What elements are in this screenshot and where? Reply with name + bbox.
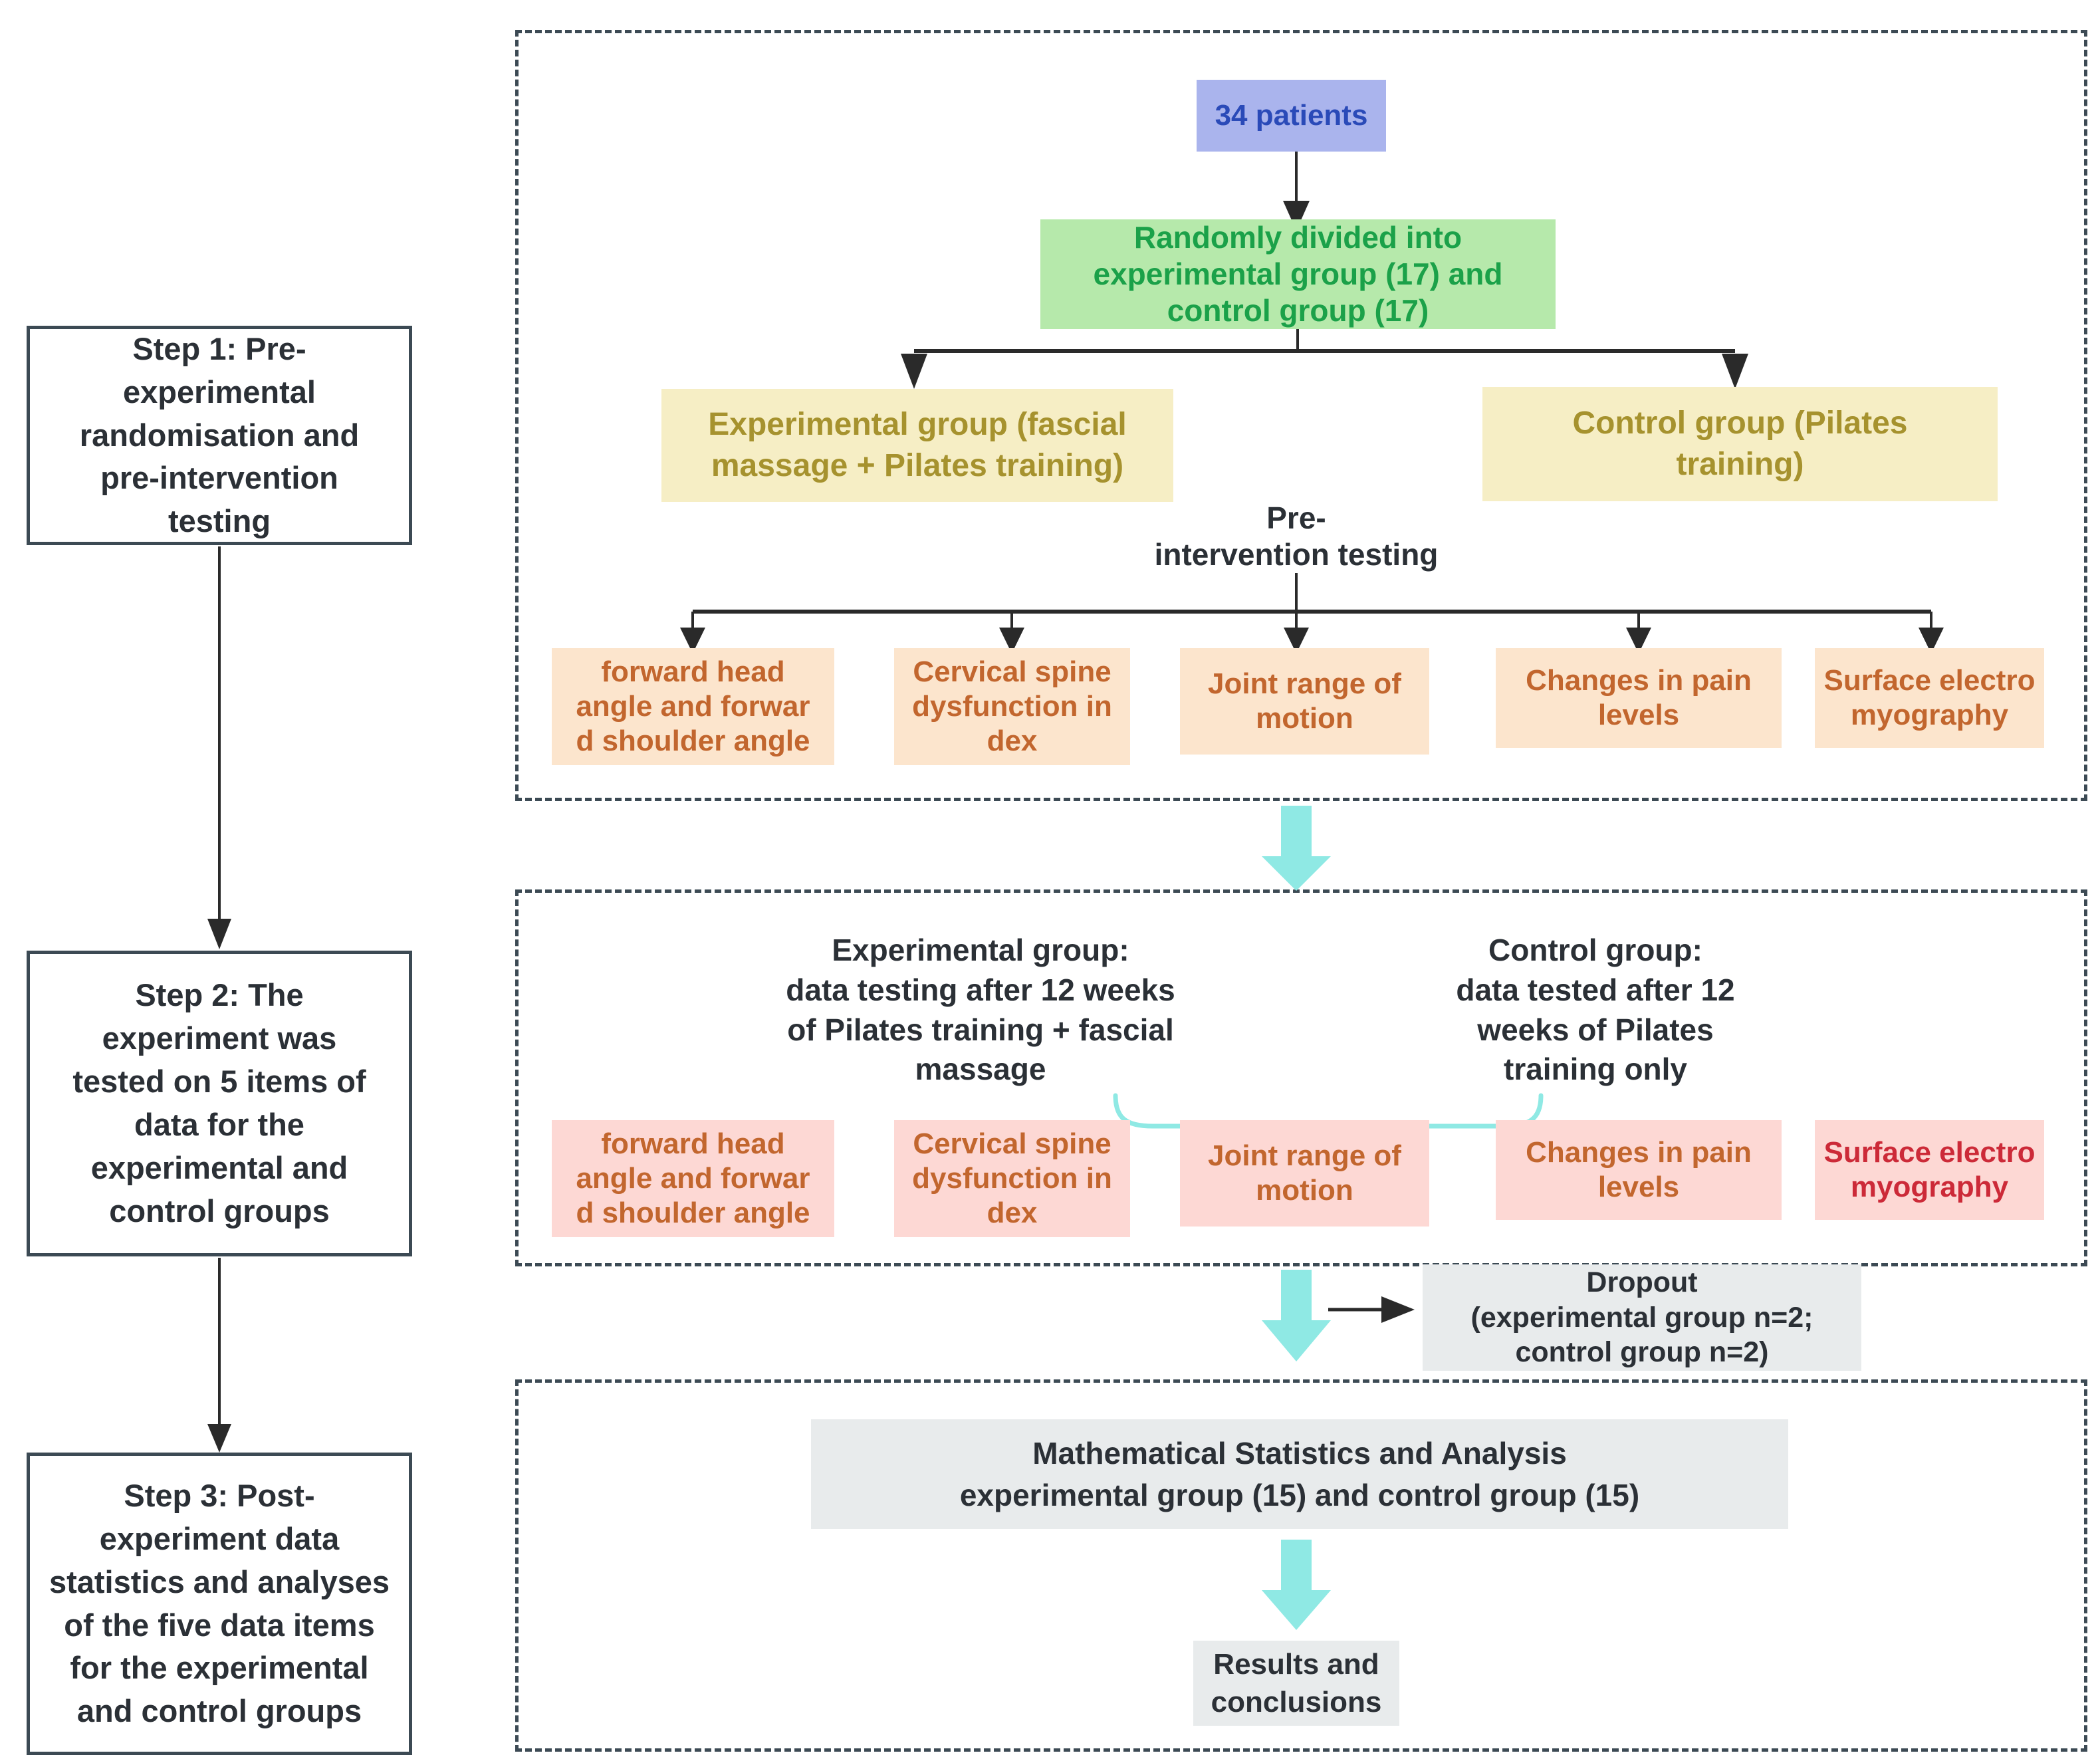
- control-group-box: Control group (Pilates training): [1482, 387, 1998, 501]
- measure-label: Joint range of motion: [1208, 1139, 1401, 1207]
- control-note: Control group: data tested after 12 week…: [1363, 931, 1828, 1090]
- experimental-note: Experimental group: data testing after 1…: [715, 931, 1246, 1090]
- cyan-down-arrow-icon: [1262, 806, 1331, 891]
- measure-box-semg-post: Surface electro myography: [1815, 1120, 2044, 1220]
- control-group-label: Control group (Pilates training): [1572, 405, 1908, 482]
- step-2-box: Step 2: The experiment was tested on 5 i…: [27, 951, 412, 1256]
- measure-label: Changes in pain levels: [1526, 664, 1752, 731]
- dropout-label: Dropout (experimental group n=2; control…: [1470, 1266, 1813, 1369]
- experimental-group-box: Experimental group (fascial massage + Pi…: [661, 389, 1173, 502]
- arrow-down-icon: [207, 1424, 231, 1453]
- step-3-label: Step 3: Post- experiment data statistics…: [49, 1477, 390, 1729]
- measure-box-rom-pre: Joint range of motion: [1180, 648, 1429, 755]
- step-1-label: Step 1: Pre- experimental randomisation …: [79, 330, 360, 539]
- analysis-box: Mathematical Statistics and Analysis exp…: [811, 1419, 1788, 1529]
- cyan-down-arrow-icon: [1262, 1270, 1331, 1361]
- measure-box-fha-post: forward head angle and forwar d shoulder…: [552, 1120, 834, 1237]
- dropout-box: Dropout (experimental group n=2; control…: [1423, 1264, 1861, 1371]
- patients-box: 34 patients: [1197, 80, 1386, 152]
- measure-label: forward head angle and forwar d shoulder…: [576, 1127, 810, 1229]
- measure-box-csdi-pre: Cervical spine dysfunction in dex: [894, 648, 1130, 765]
- measure-label: forward head angle and forwar d shoulder…: [576, 655, 810, 757]
- arrow-down-icon: [207, 919, 231, 949]
- measure-box-fha-pre: forward head angle and forwar d shoulder…: [552, 648, 834, 765]
- stage2-dashed-container: [515, 889, 2087, 1266]
- analysis-label: Mathematical Statistics and Analysis exp…: [959, 1436, 1640, 1512]
- measure-label: Cervical spine dysfunction in dex: [912, 655, 1112, 757]
- pre-intervention-text: Pre- intervention testing: [1154, 500, 1439, 572]
- measure-box-rom-post: Joint range of motion: [1180, 1120, 1429, 1227]
- results-box: Results and conclusions: [1193, 1641, 1399, 1726]
- randomisation-box: Randomly divided into experimental group…: [1040, 219, 1556, 329]
- experimental-note-text: Experimental group: data testing after 1…: [786, 933, 1175, 1087]
- measure-label: Changes in pain levels: [1526, 1136, 1752, 1203]
- results-label: Results and conclusions: [1211, 1647, 1382, 1718]
- arrow-right-icon: [1381, 1296, 1415, 1323]
- measure-label: Joint range of motion: [1208, 667, 1401, 735]
- measure-box-semg-pre: Surface electro myography: [1815, 648, 2044, 748]
- step-1-box: Step 1: Pre- experimental randomisation …: [27, 326, 412, 545]
- pre-intervention-label: Pre- intervention testing: [1097, 500, 1496, 573]
- experimental-group-label: Experimental group (fascial massage + Pi…: [708, 406, 1127, 483]
- measure-label: Cervical spine dysfunction in dex: [912, 1127, 1112, 1229]
- step-2-label: Step 2: The experiment was tested on 5 i…: [72, 977, 366, 1229]
- measure-label: Surface electro myography: [1823, 664, 2036, 731]
- patients-label: 34 patients: [1215, 99, 1368, 132]
- measure-box-pain-pre: Changes in pain levels: [1496, 648, 1782, 748]
- step-3-box: Step 3: Post- experiment data statistics…: [27, 1453, 412, 1755]
- control-note-text: Control group: data tested after 12 week…: [1456, 933, 1735, 1087]
- measure-label: Surface electro myography: [1823, 1136, 2036, 1203]
- stage3-dashed-container: [515, 1379, 2087, 1752]
- randomisation-label: Randomly divided into experimental group…: [1093, 219, 1503, 328]
- stage1-dashed-container: [515, 30, 2087, 801]
- measure-box-csdi-post: Cervical spine dysfunction in dex: [894, 1120, 1130, 1237]
- measure-box-pain-post: Changes in pain levels: [1496, 1120, 1782, 1220]
